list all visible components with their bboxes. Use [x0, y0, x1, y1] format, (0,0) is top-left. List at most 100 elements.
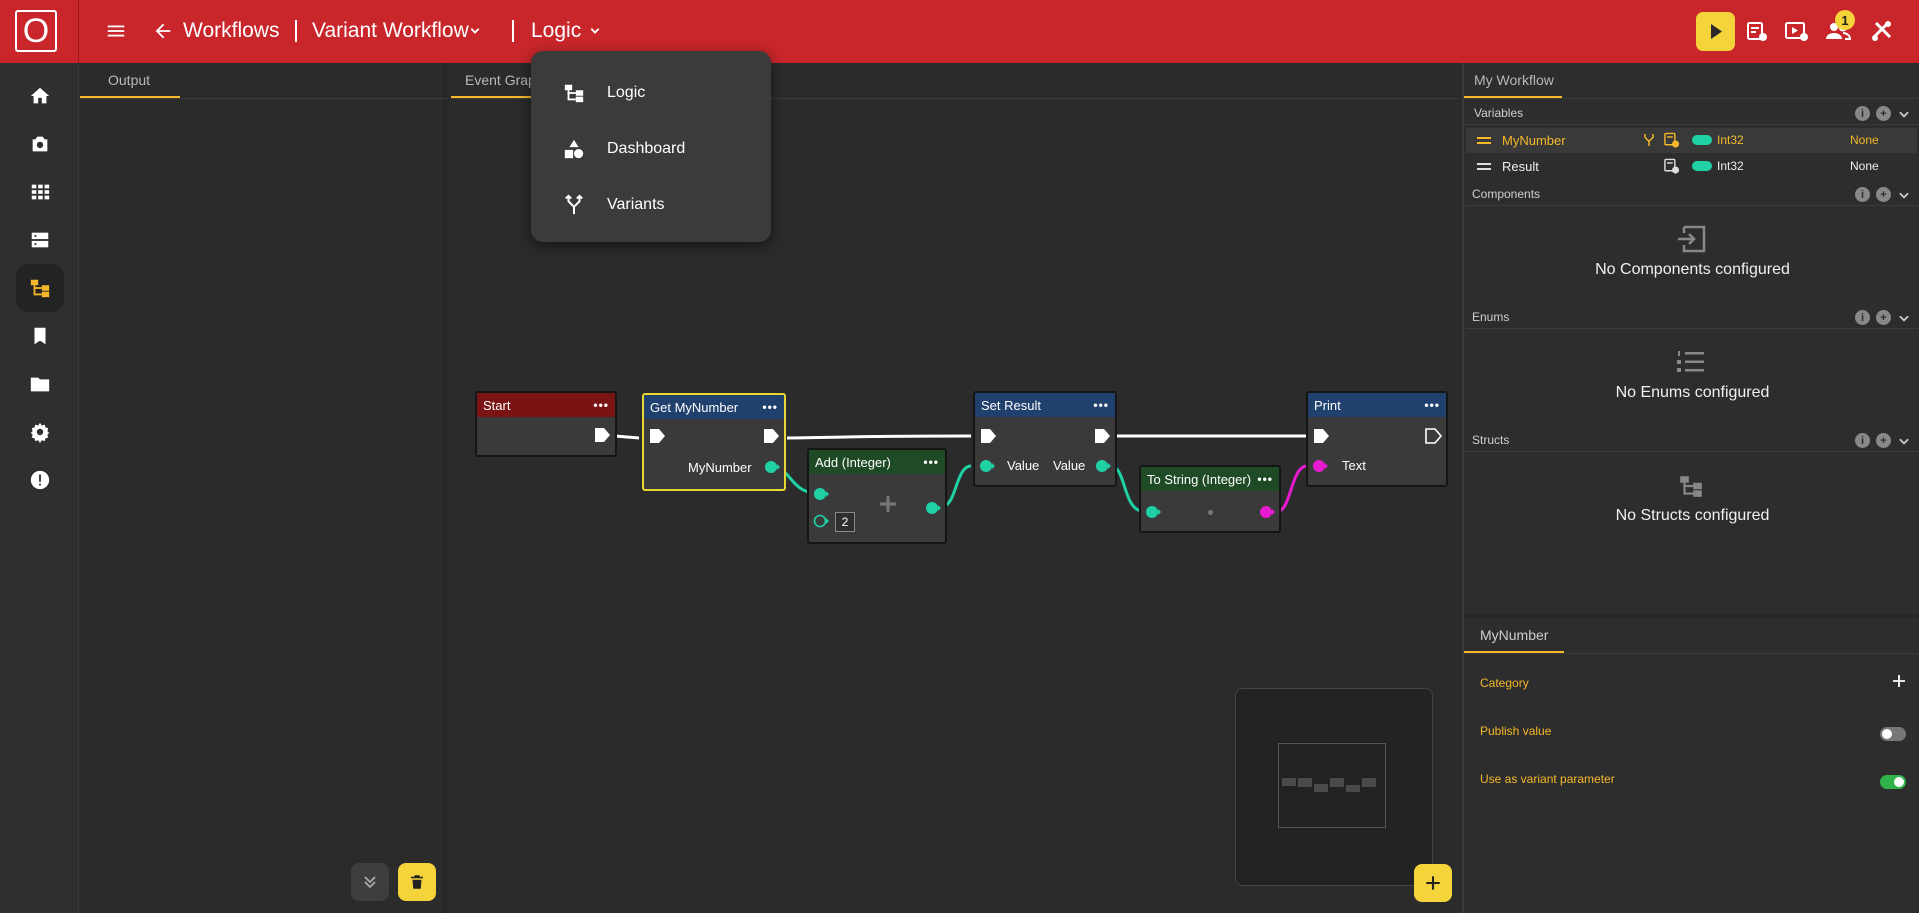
back-arrow-icon[interactable]	[152, 20, 174, 47]
exec-out-pin[interactable]	[1093, 427, 1111, 445]
chevron-down-icon[interactable]	[1897, 188, 1911, 202]
graph-wires	[614, 434, 1311, 513]
enums-section-title: Enums	[1472, 310, 1510, 324]
tab-event-graph[interactable]: Event Graph	[465, 72, 544, 88]
server-icon[interactable]	[16, 216, 64, 264]
input-label: Text	[1342, 458, 1366, 473]
variables-panel-icon[interactable]	[1745, 20, 1769, 49]
int-value-input[interactable]: 2	[835, 512, 855, 532]
add-node-button[interactable]	[1414, 864, 1452, 902]
add-component-icon[interactable]: +	[1876, 187, 1891, 202]
breadcrumb-workflows[interactable]: Workflows	[183, 19, 280, 42]
int-in-pin-a[interactable]	[813, 486, 831, 502]
panel-splitter[interactable]	[1464, 614, 1919, 618]
chevron-down-icon[interactable]	[1897, 311, 1911, 325]
string-out-pin[interactable]	[1259, 504, 1277, 520]
tab-property-mynumber[interactable]: MyNumber	[1480, 627, 1549, 643]
exec-in-pin[interactable]	[979, 427, 997, 445]
int-in-pin[interactable]	[979, 458, 997, 474]
exec-out-pin[interactable]	[593, 426, 611, 444]
tab-bar-divider	[451, 98, 1459, 99]
menu-item-dashboard[interactable]: Dashboard	[531, 129, 771, 169]
menu-item-variants[interactable]: Variants	[531, 185, 771, 225]
chevron-down-icon[interactable]	[466, 22, 484, 45]
chevron-down-icon[interactable]	[1897, 107, 1911, 121]
node-header[interactable]: Add (Integer) •••	[809, 450, 945, 474]
event-graph-canvas[interactable]: Event Graph Start ••• Get MyNumber ••• M…	[451, 63, 1459, 913]
node-to-string-integer[interactable]: To String (Integer) •••	[1139, 465, 1281, 533]
variant-parameter-label: Use as variant parameter	[1480, 772, 1615, 786]
string-in-pin[interactable]	[1312, 458, 1330, 474]
drag-handle-icon[interactable]	[1476, 160, 1492, 172]
node-menu-icon[interactable]: •••	[923, 455, 939, 469]
node-menu-icon[interactable]: •••	[1257, 472, 1273, 486]
variable-type[interactable]: Int32	[1717, 133, 1744, 147]
settings-icon[interactable]	[16, 408, 64, 456]
node-print[interactable]: Print ••• Text	[1306, 391, 1448, 487]
info-icon[interactable]: i	[1855, 433, 1870, 448]
int-out-pin[interactable]	[925, 500, 943, 516]
variant-parameter-toggle[interactable]	[1880, 775, 1906, 789]
shapes-icon	[559, 138, 589, 160]
add-struct-icon[interactable]: +	[1876, 433, 1891, 448]
publish-value-toggle[interactable]	[1880, 727, 1906, 741]
node-add-integer[interactable]: Add (Integer) ••• 2	[807, 448, 947, 544]
minimap-viewport[interactable]	[1278, 743, 1386, 828]
int-in-pin[interactable]	[1145, 504, 1163, 520]
chevron-down-icon[interactable]	[586, 22, 604, 45]
add-variable-icon[interactable]: +	[1876, 106, 1891, 121]
node-menu-icon[interactable]: •••	[1093, 398, 1109, 412]
node-header[interactable]: Get MyNumber •••	[644, 395, 784, 419]
variable-type[interactable]: Int32	[1717, 159, 1744, 173]
tab-output[interactable]: Output	[108, 72, 151, 88]
node-set-result[interactable]: Set Result ••• Value Value	[973, 391, 1117, 487]
info-icon[interactable]: i	[1855, 106, 1870, 121]
folder-icon[interactable]	[16, 360, 64, 408]
clear-output-button[interactable]	[398, 863, 436, 901]
exec-out-pin[interactable]	[762, 427, 780, 445]
node-menu-icon[interactable]: •••	[762, 400, 778, 414]
add-enum-icon[interactable]: +	[1876, 310, 1891, 325]
info-icon[interactable]: i	[1855, 310, 1870, 325]
variable-default[interactable]: None	[1850, 159, 1879, 173]
variable-default[interactable]: None	[1850, 133, 1879, 147]
run-button[interactable]	[1696, 12, 1735, 51]
home-icon[interactable]	[16, 72, 64, 120]
info-icon[interactable]	[16, 456, 64, 504]
int-out-pin[interactable]	[1095, 458, 1113, 474]
int-out-pin[interactable]	[764, 459, 782, 475]
node-header[interactable]: Print •••	[1308, 393, 1446, 417]
node-header[interactable]: Start •••	[477, 393, 615, 417]
tools-icon[interactable]	[1870, 19, 1894, 48]
camera-icon[interactable]	[16, 120, 64, 168]
view-name-dropdown[interactable]: Logic	[531, 19, 582, 42]
info-icon[interactable]: i	[1855, 187, 1870, 202]
exec-out-pin[interactable]	[1424, 427, 1442, 445]
chevron-down-icon[interactable]	[1897, 434, 1911, 448]
node-menu-icon[interactable]: •••	[593, 398, 609, 412]
workflow-name-dropdown[interactable]: Variant Workflow	[312, 19, 469, 42]
graph-minimap[interactable]	[1235, 688, 1433, 886]
workflow-icon[interactable]	[16, 264, 64, 312]
node-start[interactable]: Start •••	[475, 391, 617, 457]
node-get-mynumber[interactable]: Get MyNumber ••• MyNumber	[642, 393, 786, 491]
exec-in-pin[interactable]	[648, 427, 666, 445]
menu-icon[interactable]	[105, 20, 127, 47]
collapse-output-button[interactable]	[351, 863, 389, 901]
menu-item-logic[interactable]: Logic	[531, 73, 771, 113]
variable-row-result[interactable]: Result Int32 None	[1466, 154, 1917, 179]
node-header[interactable]: To String (Integer) •••	[1141, 467, 1279, 491]
drag-handle-icon[interactable]	[1476, 134, 1492, 146]
tab-my-workflow[interactable]: My Workflow	[1474, 72, 1554, 88]
exec-in-pin[interactable]	[1312, 427, 1330, 445]
grid-icon[interactable]	[16, 168, 64, 216]
preview-icon[interactable]	[1784, 20, 1810, 49]
node-menu-icon[interactable]: •••	[1424, 398, 1440, 412]
int-in-pin-b[interactable]	[813, 513, 831, 529]
variables-section-title: Variables	[1474, 106, 1524, 120]
app-logo[interactable]: O	[15, 10, 57, 52]
bookmark-icon[interactable]	[16, 312, 64, 360]
variable-row-mynumber[interactable]: MyNumber Int32 None	[1466, 128, 1917, 153]
node-header[interactable]: Set Result •••	[975, 393, 1115, 417]
add-category-icon[interactable]	[1890, 672, 1908, 690]
